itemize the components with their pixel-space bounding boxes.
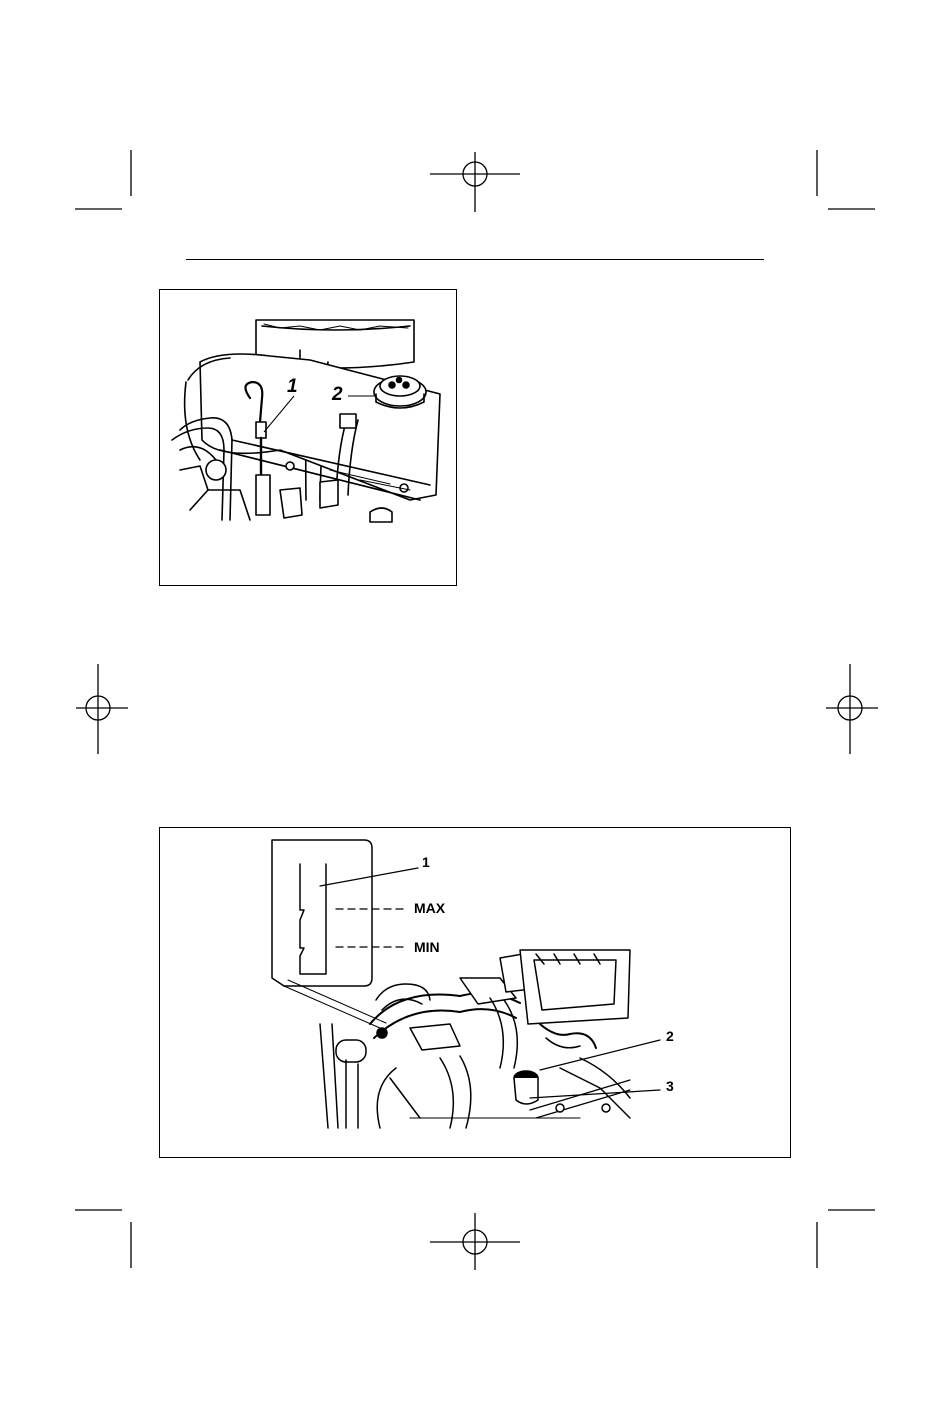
registration-target-left: [72, 662, 132, 757]
figure-dipstick-levels-engine-bay: 1 MAX MIN 2 3: [159, 827, 791, 1158]
figure-engine-oil-dipstick-and-cap: 1 2: [159, 289, 457, 586]
callout-3-dipstick-location: 3: [666, 1078, 674, 1094]
engine-top-illustration: [160, 290, 456, 585]
engine-bay-illustration: [160, 828, 790, 1157]
registration-target-bottom: [425, 1210, 525, 1275]
dipstick-min-label: MIN: [414, 939, 440, 955]
callout-2-filler-cap: 2: [332, 384, 343, 406]
header-rule: [186, 259, 764, 260]
callout-2-oil-filler-cap: 2: [666, 1028, 674, 1044]
registration-target-right: [822, 662, 882, 757]
dipstick-max-label: MAX: [414, 900, 445, 916]
registration-target-top: [425, 150, 525, 215]
callout-1-dipstick: 1: [287, 376, 298, 398]
callout-1-dipstick-blade: 1: [422, 854, 430, 870]
